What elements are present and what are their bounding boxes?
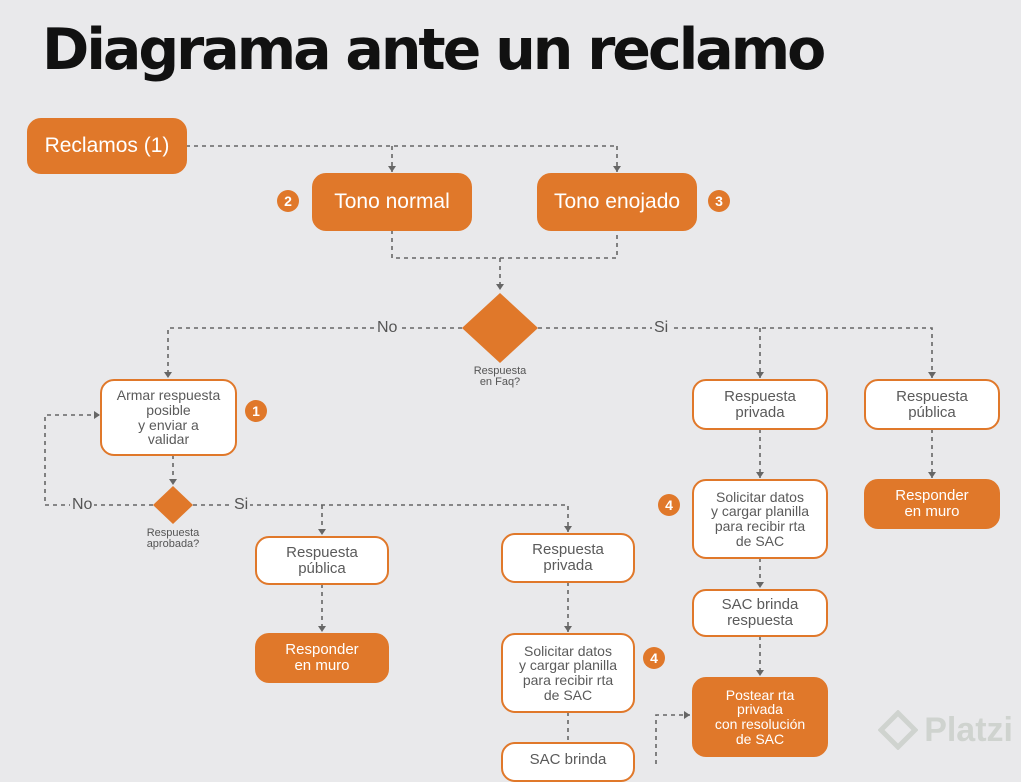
connector-faq-si [538,327,933,378]
page-title: Diagrama ante un reclamo [42,17,826,83]
connector-into-postear [655,714,690,764]
flowchart-canvas: Diagrama ante un reclamo Reclamos (1) To… [27,17,1013,782]
badge-tono-normal: 2 [277,190,299,212]
node-mid-sac-brinda: SAC brinda [501,742,635,782]
connector-reclamos [186,145,618,172]
label-faq-si: Si [652,319,671,336]
node-tono-normal: Tono normal [312,173,472,231]
badge-right-solicitar: 4 [658,494,680,516]
node-mid-solicitar-datos: Solicitar datos y cargar planilla para r… [501,633,635,713]
node-far-respuesta-publica: Respuesta pública [864,379,1000,430]
label-aprobada-no: No [70,496,95,513]
node-far-responder-muro: Responder en muro [864,479,1000,529]
node-armar-respuesta: Armar respuesta posible y enviar a valid… [100,379,237,456]
watermark-text: Platzi [924,710,1013,749]
label-faq-no: No [375,319,400,336]
label-faq-question: Respuesta en Faq? [473,365,527,388]
badge-armar: 1 [245,400,267,422]
connector-tones-merge [391,230,618,290]
connector-faq-no [167,327,462,378]
connector-aprobada-no [44,414,153,506]
badge-tono-enojado: 3 [708,190,730,212]
decision-aprobada-diamond [153,486,193,524]
node-right-sac-brinda: SAC brinda respuesta [692,589,828,637]
node-mid-respuesta-privada: Respuesta privada [501,533,635,583]
node-right-postear: Postear rta privada con resolución de SA… [692,677,828,757]
node-left-responder-muro: Responder en muro [255,633,389,683]
label-aprobada-question: Respuesta aprobada? [146,527,200,550]
node-right-solicitar-datos: Solicitar datos y cargar planilla para r… [692,479,828,559]
decision-faq-diamond [462,293,538,363]
platzi-watermark: Platzi [878,710,1013,750]
platzi-logo-icon [878,710,919,750]
node-tono-enojado: Tono enojado [537,173,697,231]
label-aprobada-si: Si [232,496,251,513]
badge-mid-solicitar: 4 [643,647,665,669]
node-right-respuesta-privada: Respuesta privada [692,379,828,430]
node-reclamos: Reclamos (1) [27,118,187,174]
connector-layer [44,145,936,764]
node-left-respuesta-publica: Respuesta pública [255,536,389,585]
